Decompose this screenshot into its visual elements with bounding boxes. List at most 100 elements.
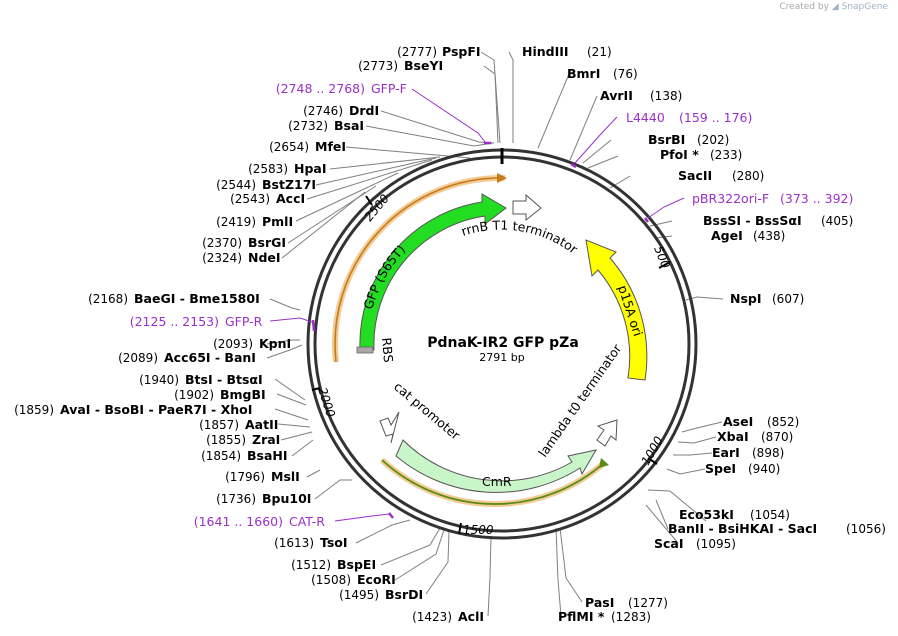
site-bsrdi[interactable]: BsrDI [385, 587, 423, 602]
feature-cmr[interactable] [395, 439, 598, 493]
site-bsrgi-pos: (2370) [202, 236, 242, 250]
site-bspei[interactable]: BspEI [337, 557, 376, 572]
site-scai[interactable]: ScaI [654, 536, 684, 551]
watermark-brand: SnapGene [841, 2, 888, 12]
site-sacii-pos: (280) [732, 169, 764, 183]
site-drdi[interactable]: DrdI [349, 103, 379, 118]
site-banii-bsihkai-saci[interactable]: BanII - BsiHKAI - SacI [668, 521, 817, 536]
plasmid-backbone [306, 148, 698, 540]
site-avai-bsobi-paer7i-xhoi[interactable]: AvaI - BsoBI - PaeR7I - XhoI [60, 402, 252, 417]
primer-cat-r[interactable]: CAT-R [289, 514, 325, 529]
site-asei-pos: (852) [767, 415, 799, 429]
feature-cat-promoter[interactable] [379, 411, 400, 444]
feature-rbs[interactable] [356, 346, 374, 354]
site-pspfi[interactable]: PspFI [442, 44, 481, 59]
site-bmgbi-pos: (1902) [174, 388, 214, 402]
scale-ticks [311, 195, 671, 535]
site-eco53ki[interactable]: Eco53kI [679, 507, 734, 522]
site-hpai[interactable]: HpaI [294, 161, 327, 176]
site-bpu10i[interactable]: Bpu10I [262, 491, 311, 506]
site-acli[interactable]: AclI [458, 609, 484, 624]
site-pmli-pos: (2419) [216, 215, 256, 229]
snapgene-watermark: Created by ◢ SnapGene [779, 2, 888, 12]
site-acci-pos: (2543) [230, 192, 270, 206]
site-pasi-pos: (1277) [628, 596, 668, 610]
primer-highlights [332, 173, 609, 507]
site-agei[interactable]: AgeI [711, 228, 743, 243]
site-bmri-pos: (76) [613, 67, 638, 81]
site-bsahi[interactable]: BsaHI [247, 448, 288, 463]
site-nspi[interactable]: NspI [730, 291, 762, 306]
plasmid-length: 2791 bp [479, 351, 524, 364]
feature-p15a-ori[interactable] [585, 239, 648, 381]
site-scai-pos: (1095) [696, 537, 736, 551]
site-msli[interactable]: MslI [271, 469, 300, 484]
feature-lambda-terminator[interactable] [596, 419, 618, 447]
site-hindiii-pos: (21) [587, 45, 612, 59]
watermark-prefix: Created by [779, 2, 829, 12]
site-tsoi[interactable]: TsoI [320, 535, 348, 550]
site-hpai-pos: (2583) [248, 162, 288, 176]
site-pmli[interactable]: PmlI [262, 214, 293, 229]
site-acc65i-bani[interactable]: Acc65I - BanI [164, 350, 256, 365]
site-bmri[interactable]: BmrI [567, 66, 600, 81]
feature-gfp[interactable] [359, 193, 507, 351]
site-bsrdi-pos: (1495) [339, 588, 379, 602]
site-btsi-btsai[interactable]: BtsI - BtsαI [185, 372, 263, 387]
site-bstz17i[interactable]: BstZ17I [262, 177, 316, 192]
site-pflmi-pos: (1283) [611, 610, 651, 624]
site-bstz17i-pos: (2544) [216, 178, 256, 192]
primer-pbr322ori-f[interactable]: pBR322ori-F [692, 191, 769, 206]
site-acli-pos: (1423) [412, 610, 452, 624]
tick-1500: 1500 [463, 523, 494, 537]
primer-l4440-pos: (159 .. 176) [679, 110, 752, 125]
feature-lambda-label: lambda t0 terminator [535, 341, 625, 460]
site-spei[interactable]: SpeI [705, 461, 736, 476]
site-labels-right: PflMI * (1283) PasI (1277) ScaI (1095) B… [522, 44, 886, 624]
site-drdi-pos: (2746) [303, 104, 343, 118]
primer-gfp-r-pos: (2125 .. 2153) [130, 314, 219, 329]
site-pasi[interactable]: PasI [585, 595, 614, 610]
site-mfei-pos: (2654) [269, 140, 309, 154]
site-labels-left: (2777) PspFI (2773) BseYI (2746) DrdI (2… [14, 44, 484, 624]
site-eari[interactable]: EarI [712, 445, 740, 460]
site-bsssi-bsssai[interactable]: BssSI - BssSαI [703, 213, 802, 228]
plasmid-name: PdnaK-IR2 GFP pZa [427, 335, 579, 351]
site-agei-pos: (438) [753, 229, 785, 243]
site-aatii[interactable]: AatII [245, 417, 278, 432]
site-bsahi-pos: (1854) [201, 449, 241, 463]
feature-rrnb-terminator[interactable] [512, 193, 542, 222]
site-ecori[interactable]: EcoRI [357, 572, 396, 587]
primer-gfp-f[interactable]: GFP-F [371, 81, 407, 96]
site-bsai[interactable]: BsaI [334, 118, 364, 133]
site-bseyi[interactable]: BseYI [404, 58, 443, 73]
primer-cat-r-pos: (1641 .. 1660) [194, 514, 283, 529]
site-bsrgi[interactable]: BsrGI [248, 235, 286, 250]
site-ndei[interactable]: NdeI [248, 250, 281, 265]
primer-l4440[interactable]: L4440 [626, 110, 665, 125]
site-acci[interactable]: AccI [276, 191, 305, 206]
site-bsai-pos: (2732) [288, 119, 328, 133]
site-bmgbi[interactable]: BmgBI [220, 387, 266, 402]
site-pflmi[interactable]: PflMI * [558, 609, 605, 624]
site-pfoi[interactable]: PfoI * [660, 147, 699, 162]
site-zrai[interactable]: ZraI [252, 432, 280, 447]
site-tsoi-pos: (1613) [274, 536, 314, 550]
site-asei[interactable]: AseI [723, 414, 753, 429]
primer-gfp-r[interactable]: GFP-R [225, 314, 263, 329]
feature-p15a-label: p15A ori [615, 283, 646, 338]
site-baegi-bme1580i[interactable]: BaeGI - Bme1580I [134, 291, 260, 306]
site-acc65i-pos: (2089) [118, 351, 158, 365]
site-sacii[interactable]: SacII [678, 168, 712, 183]
site-bsrbi[interactable]: BsrBI [648, 132, 685, 147]
feature-cmr-label: CmR [482, 474, 512, 489]
site-avrii[interactable]: AvrII [600, 88, 633, 103]
site-hindiii[interactable]: HindIII [522, 44, 569, 59]
primer-labels: (2748 .. 2768) GFP-F (2125 .. 2153) GFP-… [130, 81, 854, 529]
site-ndei-pos: (2324) [202, 251, 242, 265]
site-zrai-pos: (1855) [206, 433, 246, 447]
site-kpni[interactable]: KpnI [259, 336, 291, 351]
site-mfei[interactable]: MfeI [315, 139, 346, 154]
site-xbai[interactable]: XbaI [717, 429, 749, 444]
